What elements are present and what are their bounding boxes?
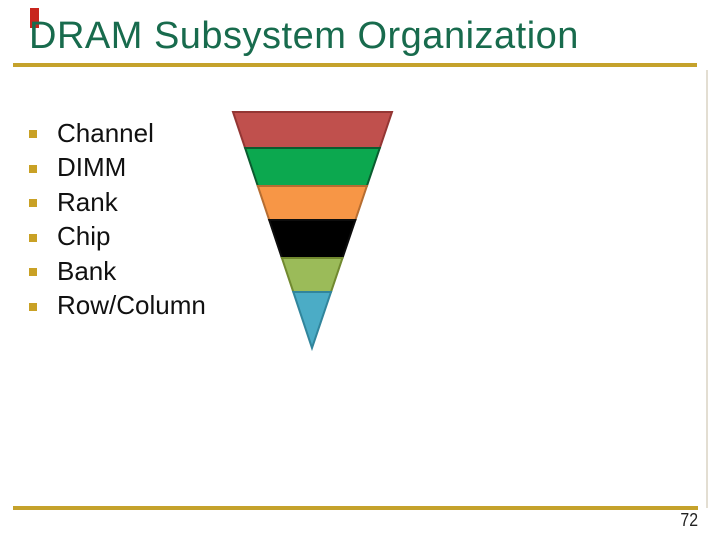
list-item-row-column: Row/Column	[29, 289, 206, 324]
list-item-label: DIMM	[57, 152, 127, 183]
list-item-label: Bank	[57, 255, 117, 286]
funnel-band-channel	[231, 111, 394, 149]
list-item-bank: Bank	[29, 254, 206, 289]
list-item-channel: Channel	[29, 116, 206, 151]
list-item-dimm: DIMM	[29, 151, 206, 186]
title-underline-rule	[13, 63, 697, 67]
list-item-chip: Chip	[29, 220, 206, 255]
footer-rule	[13, 506, 698, 510]
bullet-square-icon	[29, 302, 37, 311]
bullet-square-icon	[29, 130, 37, 139]
bullet-square-icon	[29, 233, 37, 242]
slide-right-edge-line	[706, 70, 708, 508]
slide-title: DRAM Subsystem Organization	[29, 15, 579, 57]
funnel-band-rank	[256, 185, 369, 221]
bullet-square-icon	[29, 199, 37, 208]
list-item-label: Rank	[57, 186, 118, 217]
corner-bookmark-mark	[30, 8, 39, 28]
funnel-band-dimm	[243, 147, 382, 187]
list-item-label: Chip	[57, 221, 111, 252]
list-item-label: Row/Column	[57, 290, 206, 321]
list-item-label: Channel	[57, 117, 154, 148]
funnel-band-bank	[280, 257, 344, 293]
funnel-band-chip	[267, 219, 357, 259]
bullet-square-icon	[29, 268, 37, 277]
bullet-square-icon	[29, 164, 37, 173]
list-item-rank: Rank	[29, 185, 206, 220]
funnel-band-row-column	[291, 291, 333, 352]
page-number: 72	[680, 510, 698, 530]
